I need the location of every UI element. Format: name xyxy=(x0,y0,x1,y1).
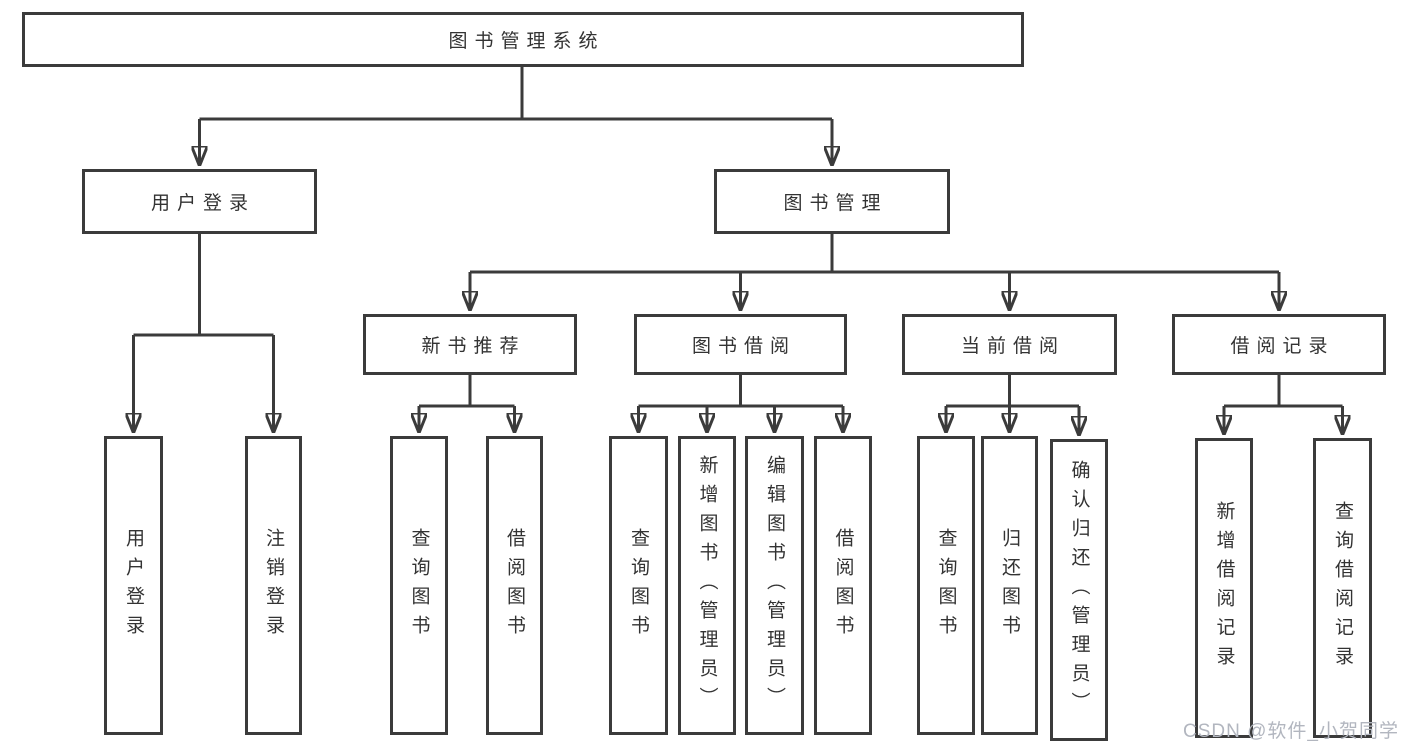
node-leaf-cb-return-books: 归还图书 xyxy=(981,436,1038,735)
node-leaf-br-add-borrow-record-label: 新增借阅记录 xyxy=(1213,501,1235,675)
node-leaf-bb-borrow-books-label: 借阅图书 xyxy=(832,527,854,644)
node-leaf-cb-confirm-return-admin: 确认归还（管理员） xyxy=(1050,439,1108,741)
node-leaf-cb-confirm-return-admin-label: 确认归还（管理员） xyxy=(1068,459,1090,721)
node-leaf-bb-query-books: 查询图书 xyxy=(609,436,668,735)
node-book-borrowing-label: 图书借阅 xyxy=(691,336,796,357)
node-book-management-label: 图书管理 xyxy=(783,193,888,214)
node-leaf-logout-label: 注销登录 xyxy=(263,527,284,644)
node-leaf-bb-add-books-admin: 新增图书（管理员） xyxy=(678,436,736,735)
node-current-borrowing: 当前借阅 xyxy=(902,314,1117,375)
node-leaf-user-login-label: 用户登录 xyxy=(123,527,144,644)
node-new-book-recommendation: 新书推荐 xyxy=(363,314,577,375)
node-leaf-br-query-borrow-record: 查询借阅记录 xyxy=(1313,438,1372,738)
node-book-management-system: 图书管理系统 xyxy=(22,12,1024,67)
node-borrowing-records: 借阅记录 xyxy=(1172,314,1386,375)
node-new-book-recommendation-label: 新书推荐 xyxy=(421,336,526,357)
node-user-login-label: 用户登录 xyxy=(150,193,255,214)
node-leaf-rec-borrow-books-label: 借阅图书 xyxy=(504,527,525,644)
node-book-borrowing: 图书借阅 xyxy=(634,314,847,375)
node-leaf-bb-edit-books-admin-label: 编辑图书（管理员） xyxy=(764,455,785,716)
node-leaf-bb-query-books-label: 查询图书 xyxy=(628,527,649,644)
node-leaf-cb-return-books-label: 归还图书 xyxy=(999,527,1020,644)
node-book-management-system-label: 图书管理系统 xyxy=(448,31,605,52)
node-leaf-user-login: 用户登录 xyxy=(104,436,163,735)
node-leaf-bb-borrow-books: 借阅图书 xyxy=(814,436,872,735)
node-user-login: 用户登录 xyxy=(82,169,317,234)
node-leaf-rec-query-books: 查询图书 xyxy=(390,436,448,735)
node-book-management: 图书管理 xyxy=(714,169,950,234)
node-leaf-br-add-borrow-record: 新增借阅记录 xyxy=(1195,438,1253,738)
node-leaf-cb-query-books-label: 查询图书 xyxy=(935,527,957,644)
node-leaf-rec-borrow-books: 借阅图书 xyxy=(486,436,543,735)
node-borrowing-records-label: 借阅记录 xyxy=(1230,336,1335,357)
node-leaf-bb-edit-books-admin: 编辑图书（管理员） xyxy=(745,436,804,735)
node-leaf-rec-query-books-label: 查询图书 xyxy=(408,527,430,644)
node-leaf-br-query-borrow-record-label: 查询借阅记录 xyxy=(1332,501,1353,675)
node-leaf-cb-query-books: 查询图书 xyxy=(917,436,975,735)
node-current-borrowing-label: 当前借阅 xyxy=(960,336,1065,357)
node-leaf-bb-add-books-admin-label: 新增图书（管理员） xyxy=(696,455,718,716)
node-leaf-logout: 注销登录 xyxy=(245,436,302,735)
csdn-watermark: CSDN @软件_小贺同学 xyxy=(1183,721,1399,742)
